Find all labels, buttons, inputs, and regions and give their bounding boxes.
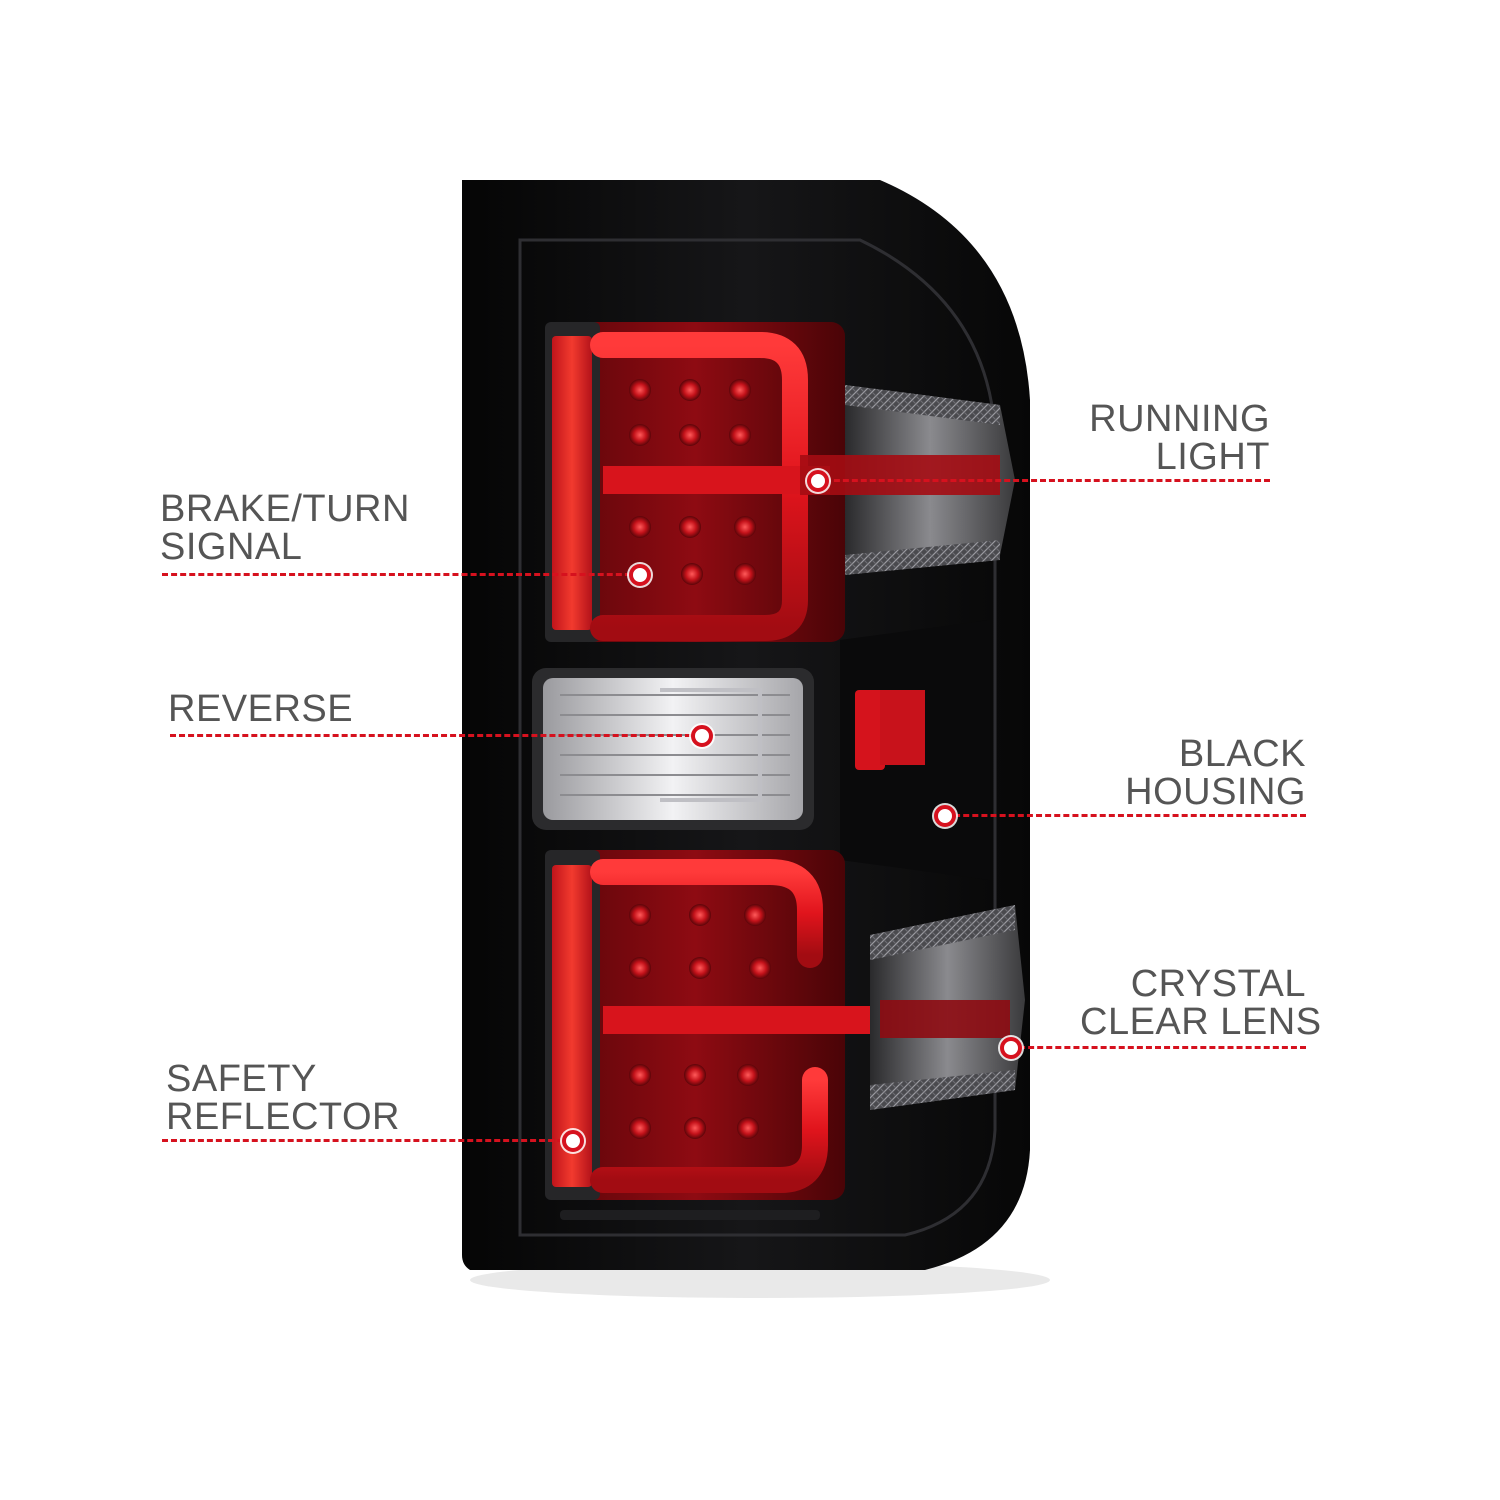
brake-turn-leader xyxy=(162,573,640,576)
brake-turn-label-line1: BRAKE/TURN xyxy=(160,488,410,530)
crystal-clear-lens-label-line1: CRYSTAL xyxy=(1130,963,1306,1005)
black-housing-label: BLACK HOUSING xyxy=(1100,735,1306,811)
crystal-clear-lens-marker xyxy=(1000,1037,1022,1059)
safety-reflector-label-line1: SAFETY xyxy=(166,1058,317,1100)
safety-reflector-label-line2: REFLECTOR xyxy=(166,1096,400,1138)
brake-turn-marker xyxy=(629,564,651,586)
black-housing-label-line1: BLACK xyxy=(1178,733,1306,775)
crystal-clear-lens-label-line2: CLEAR LENS xyxy=(1080,1001,1322,1043)
black-housing-leader xyxy=(945,814,1306,817)
black-housing-label-line2: HOUSING xyxy=(1125,771,1306,813)
running-light-label-line1: RUNNING xyxy=(1089,398,1270,440)
safety-reflector-marker xyxy=(562,1130,584,1152)
reverse-marker xyxy=(691,725,713,747)
reverse-leader xyxy=(170,734,700,737)
reverse-label-line1: REVERSE xyxy=(168,688,354,730)
brake-turn-label-line2: SIGNAL xyxy=(160,526,303,568)
running-light-label-line2: LIGHT xyxy=(1155,436,1270,478)
crystal-clear-lens-label: CRYSTAL CLEAR LENS xyxy=(1080,963,1322,1043)
crystal-clear-lens-leader xyxy=(1010,1046,1306,1049)
safety-reflector-leader xyxy=(162,1139,572,1142)
running-light-marker xyxy=(807,470,829,492)
running-light-label: RUNNING LIGHT xyxy=(1060,400,1270,476)
brake-turn-label: BRAKE/TURN SIGNAL xyxy=(160,490,410,566)
running-light-leader xyxy=(816,479,1270,482)
black-housing-marker xyxy=(934,805,956,827)
safety-reflector-label: SAFETY REFLECTOR xyxy=(166,1060,400,1136)
reverse-label: REVERSE xyxy=(168,690,353,728)
